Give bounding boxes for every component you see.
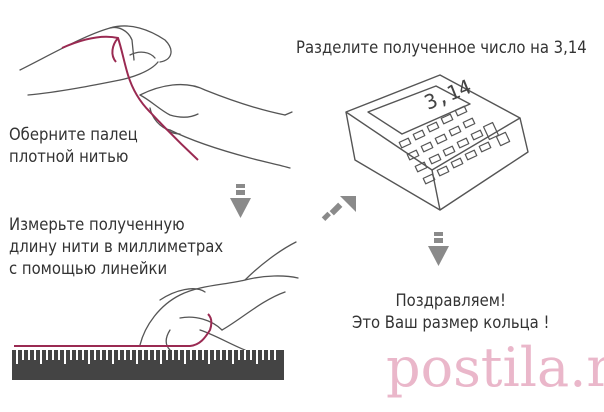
instruction-line: плотной нитью xyxy=(9,147,129,166)
calculator-display: 3,14 xyxy=(421,74,475,114)
result-line: Это Ваш размер кольца ! xyxy=(352,313,550,332)
step-3-instruction: Разделите полученное число на 3,14 xyxy=(296,37,587,59)
finger-wrap-hand-illustration xyxy=(19,25,293,169)
instruction-line: Измерьте полученную xyxy=(9,215,185,234)
watermark-logo: postila.ru xyxy=(386,336,604,399)
ruler-hand-illustration xyxy=(139,241,299,351)
thread-on-finger xyxy=(61,35,199,161)
instruction-line: Разделите полученное число на 3,14 xyxy=(296,38,587,57)
ruler-illustration xyxy=(12,350,284,380)
arrow-down-icon xyxy=(428,232,449,266)
instruction-line: с помощью линейки xyxy=(9,259,168,278)
step-1-instruction: Оберните палец плотной нитью xyxy=(9,124,138,168)
calculator-illustration xyxy=(345,74,529,211)
result-line: Поздравляем! xyxy=(395,291,506,310)
step-2-instruction: Измерьте полученную длину нити в миллиме… xyxy=(9,214,223,280)
step-4-result: Поздравляем! Это Ваш размер кольца ! xyxy=(352,290,549,334)
arrow-up-right-icon xyxy=(321,196,356,221)
instruction-line: Оберните палец xyxy=(9,125,138,144)
thread-loop xyxy=(111,37,119,63)
instruction-line: длину нити в миллиметрах xyxy=(9,237,224,256)
arrow-down-icon xyxy=(230,184,251,218)
thread-on-ruler xyxy=(14,313,213,347)
